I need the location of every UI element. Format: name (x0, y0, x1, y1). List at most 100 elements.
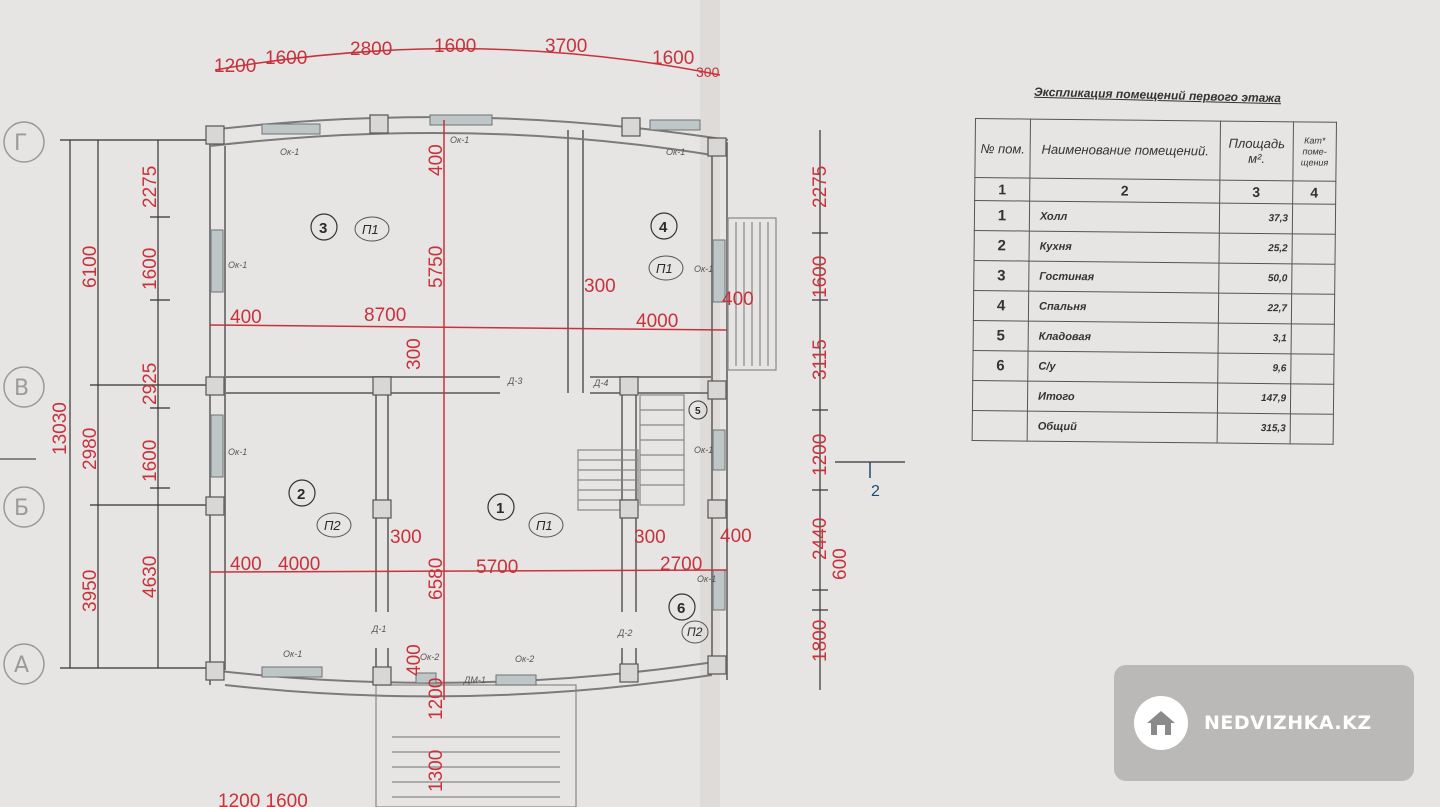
columns (205, 114, 727, 686)
room-cat-cell (1292, 203, 1336, 235)
room-name-cell: Кухня (1029, 231, 1220, 264)
room-category: П1 (536, 518, 553, 533)
watermark-text: NEDVIZHKA.KZ (1204, 712, 1372, 734)
window-label: Ок-1 (228, 260, 247, 270)
room-area-cell: 50,0 (1218, 263, 1292, 294)
dim-right-3: 1200 (810, 434, 831, 476)
room-num-cell (972, 410, 1028, 442)
window-label: Ок-1 (283, 649, 302, 659)
room-name-cell: Спальня (1028, 291, 1219, 324)
dim-interior: 4000 (636, 311, 678, 332)
room-cat-cell (1291, 293, 1335, 325)
dim-interior: 5700 (476, 557, 518, 578)
dim-left-mid-1: 2980 (80, 428, 101, 470)
dim-left-outer: 13030 (50, 402, 71, 455)
room-cat-cell (1291, 323, 1335, 355)
building-walls (209, 116, 777, 807)
table-row: Общий 315,3 (972, 410, 1334, 445)
dim-interior: 2700 (660, 554, 702, 575)
window-label: Ок-2 (420, 652, 439, 662)
table-row: 4 Спальня 22,7 (973, 290, 1335, 325)
header-num: № пом. (974, 118, 1031, 179)
room-name-cell: С/у (1027, 351, 1219, 384)
room-name-cell: Гостиная (1028, 261, 1219, 294)
top-dimension-labels: 1200 1600 2800 1600 3700 1600 300 (214, 36, 720, 80)
overall-area-cell: 315,3 (1217, 413, 1291, 444)
door-label: ДМ-1 (463, 675, 486, 685)
room-num-cell: 5 (973, 320, 1029, 352)
dim-right-2: 3115 (810, 339, 831, 380)
header-category: Кат* поме-щения (1292, 121, 1337, 182)
interior-dimension-lines (209, 120, 728, 700)
dim-right-1: 1600 (810, 256, 831, 298)
room-number: 3 (319, 220, 327, 237)
room-number: 2 (297, 486, 305, 503)
axis-a: А (14, 653, 29, 678)
header-area: Площадь м². (1219, 121, 1294, 181)
dim-bottom-partial: 1200 1600 (218, 791, 308, 807)
header-row: № пом. Наименование помещений. Площадь м… (974, 118, 1337, 182)
dim-left-inner-0: 2275 (140, 166, 161, 208)
room-area-cell: 22,7 (1218, 293, 1292, 324)
index-cell: 1 (974, 177, 1030, 202)
dim-interior: 400 (722, 289, 754, 310)
room-category: П2 (687, 625, 703, 639)
window-label: Ок-1 (697, 574, 716, 584)
dim-right-5: 600 (830, 548, 851, 580)
door-labels: Д-3 Д-4 Д-1 Д-2 ДМ-1 (371, 376, 632, 685)
dim-interior: 8700 (364, 305, 406, 326)
room-category: П1 (362, 222, 379, 237)
dim-interior: 400 (230, 307, 262, 328)
dim-top-0: 1200 (214, 56, 256, 77)
dim-top-4: 3700 (545, 36, 587, 57)
dim-interior: 300 (390, 527, 422, 548)
axis-v: В (14, 376, 29, 401)
header-name: Наименование помещений. (1029, 119, 1221, 181)
dim-top-2: 2800 (350, 39, 392, 60)
table-row: 1 Холл 37,3 (974, 200, 1336, 235)
dim-interior: 300 (634, 527, 666, 548)
room-cat-cell (1290, 383, 1334, 415)
dim-top-5: 1600 (652, 48, 694, 69)
total-label-cell: Итого (1027, 381, 1218, 414)
room-markers: 3 П1 4 П1 2 П2 1 П1 6 П2 5 (288, 212, 709, 644)
right-dimension-lines (812, 130, 905, 690)
room-num-cell: 6 (972, 350, 1029, 382)
dim-top-3: 1600 (434, 36, 476, 57)
dim-left-inner-1: 1600 (140, 248, 161, 290)
dim-interior: 400 (404, 644, 425, 676)
dim-left-mid-0: 6100 (80, 246, 101, 288)
dim-interior: 400 (230, 554, 262, 575)
room-area-cell: 25,2 (1218, 233, 1293, 264)
room-number: 1 (496, 500, 504, 517)
room-cat-cell (1291, 263, 1335, 295)
room-name-cell: Холл (1029, 201, 1220, 234)
table-row: 3 Гостиная 50,0 (973, 260, 1335, 295)
room-number: 4 (659, 219, 668, 236)
dim-left-mid-2: 3950 (80, 570, 101, 612)
dim-interior: 300 (584, 276, 616, 297)
door-label: Д-1 (371, 624, 386, 634)
axis-b: Б (14, 496, 29, 521)
dim-right-0: 2275 (810, 166, 831, 208)
house-icon (1134, 696, 1188, 750)
dim-interior: 300 (404, 338, 425, 370)
room-number: 5 (695, 406, 701, 417)
table-row: 2 Кухня 25,2 (974, 230, 1336, 265)
dim-interior: 400 (720, 526, 752, 547)
room-name-cell: Кладовая (1028, 321, 1219, 354)
room-num-cell: 3 (973, 260, 1030, 292)
total-area-cell: 147,9 (1217, 383, 1291, 414)
table-row: 5 Кладовая 3,1 (973, 320, 1335, 355)
dim-left-inner-4: 4630 (140, 556, 161, 598)
window-label: Ок-1 (450, 135, 469, 145)
index-cell: 2 (1029, 178, 1220, 204)
window-labels: Ок-1 Ок-1 Ок-1 Ок-1 Ок-1 Ок-1 Ок-1 Ок-2 … (228, 135, 716, 664)
room-num-cell (972, 380, 1028, 412)
window-label: Ок-2 (515, 654, 534, 664)
dim-interior: 6580 (426, 558, 447, 600)
dim-top-6: 300 (696, 64, 720, 80)
room-cat-cell (1290, 353, 1335, 385)
room-num-cell: 2 (974, 230, 1030, 262)
window-label: Ок-1 (694, 264, 713, 274)
